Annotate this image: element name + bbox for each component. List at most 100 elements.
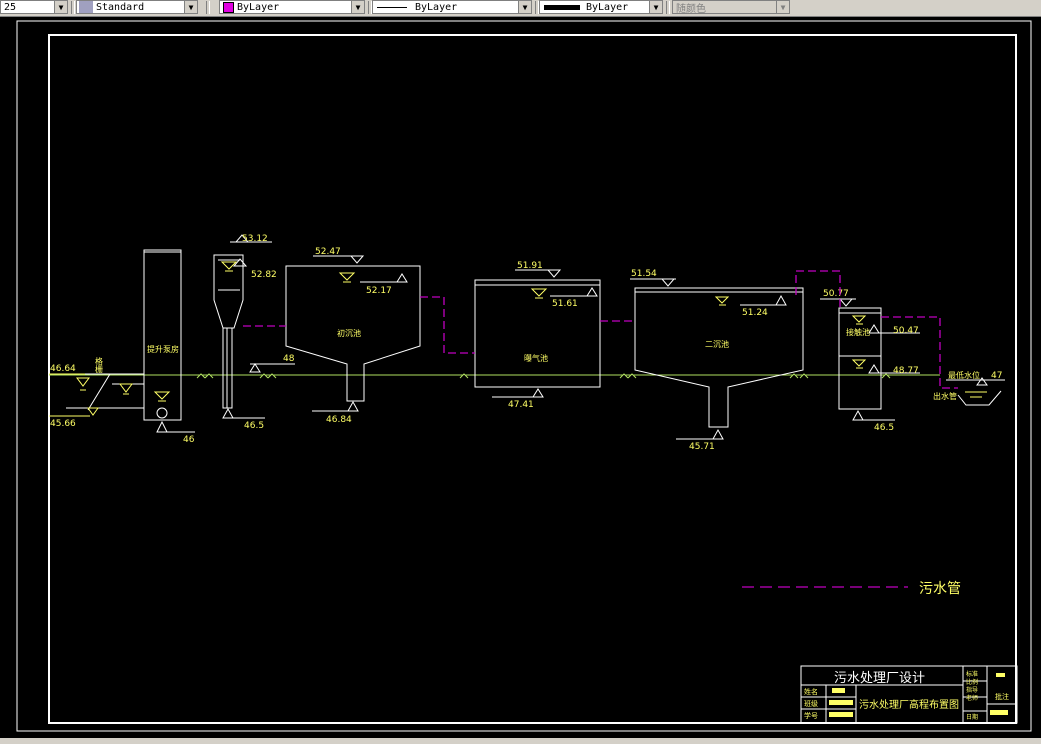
primary-water-marker xyxy=(338,272,356,283)
secondary-clarifier-label: 二沉池 xyxy=(705,339,729,349)
title-block xyxy=(800,665,1018,724)
elev-contact-water2: 48.77 xyxy=(893,366,919,376)
inlet-channel xyxy=(49,373,144,411)
color-dropdown[interactable]: ByLayer ▼ xyxy=(219,0,365,14)
lineweight-dropdown[interactable]: ByLayer ▼ xyxy=(539,0,663,14)
aeration-water-marker xyxy=(530,288,548,299)
drawing-canvas[interactable]: 46.64 45.66 格栅 46 提升泵房 53.12 52.82 46.5 … xyxy=(0,16,1041,738)
elev-primary-bottom: 46.84 xyxy=(326,415,352,425)
primary-bottom-marker xyxy=(347,400,359,412)
chevron-down-icon: ▼ xyxy=(351,1,364,13)
elev-screen-base: 46.5 xyxy=(244,421,264,431)
elev-aeration-top: 51.91 xyxy=(517,261,543,271)
elev-inlet-bottom: 45.66 xyxy=(50,419,76,429)
elev-pump-base: 46 xyxy=(183,435,195,445)
scale-value: 25 xyxy=(4,1,17,13)
title-row-name: 姓名 xyxy=(804,687,818,696)
elev-secondary-bottom: 45.71 xyxy=(689,442,715,452)
screen-chamber xyxy=(213,254,244,409)
contact-tank xyxy=(838,307,882,410)
secondary-water-marker xyxy=(714,296,730,306)
bar-screen-label: 格栅 xyxy=(95,356,104,374)
title-drawing-name: 污水处理厂高程布置图 xyxy=(859,698,959,711)
screen-water-marker xyxy=(220,261,238,272)
elev-primary-water: 52.17 xyxy=(366,286,392,296)
contact-water-marker-lower xyxy=(851,359,867,369)
aeration-water-level-marker xyxy=(586,287,598,297)
sheet-outer-border xyxy=(16,20,1032,732)
title-fill-remark xyxy=(990,710,1008,715)
outlet-water-lines xyxy=(965,391,987,398)
title-row-advisor: 指导 xyxy=(966,686,978,694)
contact-water-level-marker xyxy=(868,324,880,334)
toolbar-divider xyxy=(535,1,539,14)
elev-secondary-top: 51.54 xyxy=(631,269,657,279)
chevron-down-icon: ▼ xyxy=(184,1,197,13)
pump-base-marker xyxy=(156,420,168,433)
chevron-down-icon: ▼ xyxy=(776,1,789,13)
contact-bottom-marker xyxy=(852,409,864,421)
outlet-channel xyxy=(957,390,1002,406)
primary-clarifier xyxy=(285,265,421,402)
lowest-water-label: 最低水位 xyxy=(948,370,980,380)
contact-tank-label: 接触池 xyxy=(846,327,870,337)
scale-dropdown[interactable]: 25 ▼ xyxy=(0,0,68,14)
secondary-water-level-marker xyxy=(775,294,787,306)
ground-hatch xyxy=(196,373,891,379)
aeration-tank-label: 曝气池 xyxy=(524,353,548,363)
title-row-teacher: 老师 xyxy=(966,694,978,702)
textstyle-value: Standard xyxy=(96,1,145,13)
plotstyle-dropdown[interactable]: 随颜色 ▼ xyxy=(672,0,790,14)
primary-top-marker xyxy=(349,255,365,264)
toolbar-divider xyxy=(368,1,372,14)
elev-contact-top: 50.77 xyxy=(823,289,849,299)
elev-primary-top: 52.47 xyxy=(315,247,341,257)
title-project: 污水处理厂设计 xyxy=(834,671,925,686)
sewage-pipes xyxy=(243,270,958,389)
elev-outlet-level: 47 xyxy=(991,371,1002,381)
secondary-clarifier xyxy=(634,287,804,428)
title-row-standard: 标准 xyxy=(966,670,978,678)
elev-aeration-water: 51.61 xyxy=(552,299,578,309)
toolbar-divider xyxy=(666,1,670,14)
chevron-down-icon: ▼ xyxy=(518,1,531,13)
lineweight-value: ByLayer xyxy=(586,1,629,13)
title-fill-standard xyxy=(996,673,1005,677)
secondary-top-marker xyxy=(660,278,676,287)
linetype-dropdown[interactable]: ByLayer ▼ xyxy=(372,0,532,14)
plotstyle-value: 随颜色 xyxy=(676,3,706,14)
contact-water-level-marker-lower xyxy=(868,364,880,374)
elev-secondary-water: 51.24 xyxy=(742,308,768,318)
toolbar-divider xyxy=(206,1,210,14)
pump-house-label: 提升泵房 xyxy=(147,344,179,354)
pump-house xyxy=(143,249,182,421)
status-bar xyxy=(0,738,1041,744)
title-row-class: 班级 xyxy=(804,699,818,708)
screen-water-level-marker xyxy=(232,258,248,267)
title-remark-label: 批注 xyxy=(995,692,1009,701)
secondary-bottom-marker xyxy=(712,428,724,440)
lineweight-sample xyxy=(544,4,580,10)
pump-water-marker xyxy=(153,391,171,402)
contact-top-marker xyxy=(838,298,854,307)
color-value: ByLayer xyxy=(237,1,280,13)
textstyle-dropdown[interactable]: Standard ▼ xyxy=(76,0,198,14)
title-row-date: 日期 xyxy=(966,713,978,721)
aeration-top-marker xyxy=(546,269,562,278)
elev-ground: 48 xyxy=(283,354,295,364)
elev-inlet-top: 46.64 xyxy=(50,364,76,374)
elev-aeration-bottom: 47.41 xyxy=(508,400,534,410)
inlet-water-markers xyxy=(76,377,133,416)
legend-label: 污水管 xyxy=(919,581,961,597)
chevron-down-icon: ▼ xyxy=(649,1,662,13)
aeration-tank xyxy=(474,279,601,388)
title-fill-name xyxy=(832,688,845,693)
primary-clarifier-label: 初沉池 xyxy=(337,328,361,338)
outlet-level-marker xyxy=(976,377,988,386)
title-fill-class xyxy=(829,700,853,705)
contact-water-marker xyxy=(851,315,867,325)
elev-screen-top: 53.12 xyxy=(242,234,268,244)
toolbar-divider xyxy=(71,1,75,14)
linetype-value: ByLayer xyxy=(415,1,458,13)
title-row-id: 学号 xyxy=(804,711,818,720)
